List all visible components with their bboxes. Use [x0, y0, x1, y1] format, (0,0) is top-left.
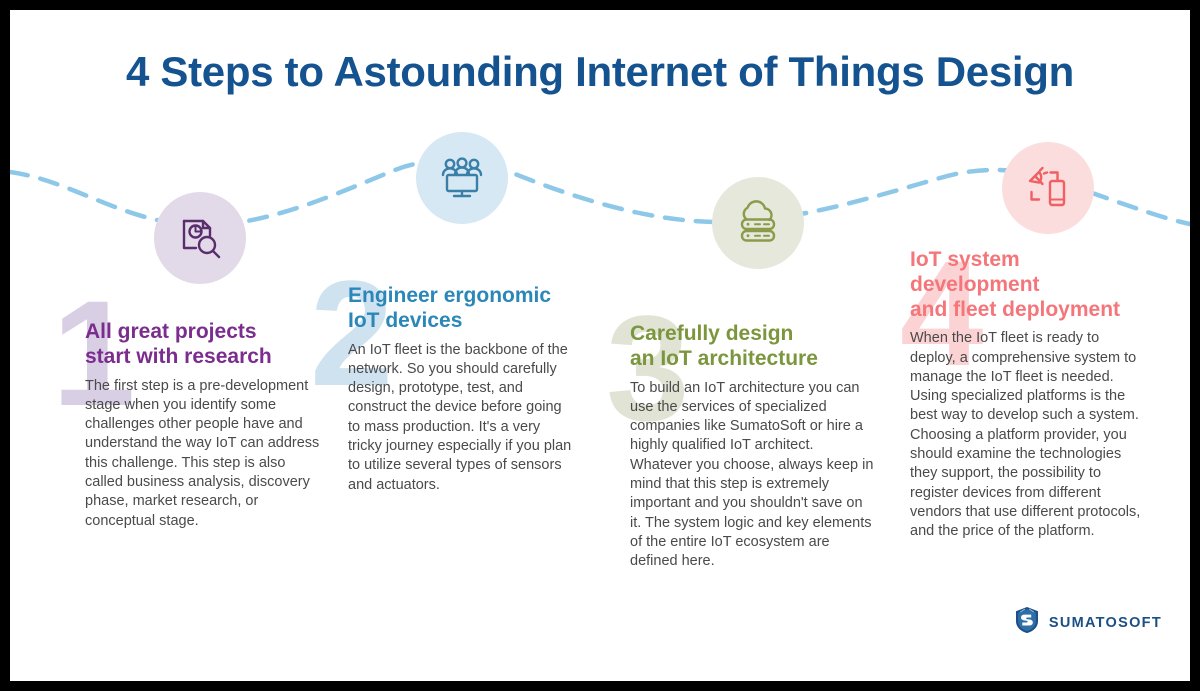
step-heading-3-line2: an IoT architecture [630, 346, 818, 370]
team-monitor-icon [438, 154, 486, 202]
slide-frame: 4 Steps to Astounding Internet of Things… [10, 10, 1190, 681]
sumatosoft-shield-icon [1014, 606, 1040, 639]
step-body-3: To build an IoT architecture you can use… [630, 379, 874, 570]
step-heading-2: Engineer ergonomic IoT devices [348, 284, 576, 334]
step-heading-1-line1: All great projects [85, 320, 257, 343]
sumatosoft-logo-text: SUMATOSOFT [1048, 614, 1162, 631]
satellite-device-icon [1024, 164, 1072, 212]
step-block-3: Carefully design an IoT architecture To … [630, 322, 875, 571]
step-heading-2-line1: Engineer ergonomic [348, 284, 552, 307]
step-block-1: All great projects start with research T… [85, 320, 323, 531]
step-body-4: When the IoT fleet is ready to deploy, a… [910, 330, 1141, 540]
step-circle-3 [712, 177, 804, 269]
step-circle-2 [416, 132, 508, 224]
cloud-server-icon [734, 199, 782, 247]
step-heading-3: Carefully design an IoT architecture [630, 322, 875, 372]
step-block-2: Engineer ergonomic IoT devices An IoT fl… [348, 284, 576, 495]
ghost-number-4: 4 [900, 229, 984, 397]
ghost-number-2: 2 [310, 249, 394, 417]
step-heading-2-line2: IoT devices [348, 308, 463, 332]
sumatosoft-logo[interactable]: SUMATOSOFT [1014, 606, 1162, 639]
step-heading-1-line2: start with research [85, 344, 272, 368]
step-circle-1 [154, 192, 246, 284]
step-heading-4-line3: and fleet deployment [910, 297, 1121, 321]
step-heading-4: IoT system development and fleet deploym… [910, 248, 1142, 322]
step-body-2: An IoT fleet is the backbone of the netw… [348, 341, 572, 493]
step-heading-1: All great projects start with research [85, 320, 323, 370]
step-heading-4-line2: development [910, 272, 1040, 296]
infographic-canvas: 4 Steps to Astounding Internet of Things… [10, 10, 1190, 681]
step-block-4: IoT system development and fleet deploym… [910, 248, 1142, 541]
step-heading-3-line1: Carefully design [630, 322, 794, 345]
document-analytics-search-icon [176, 214, 224, 262]
page-title: 4 Steps to Astounding Internet of Things… [125, 48, 1074, 95]
step-heading-4-line1: IoT system [910, 248, 1020, 271]
ghost-number-3: 3 [606, 284, 690, 452]
step-circle-4 [1002, 142, 1094, 234]
ghost-number-1: 1 [52, 269, 136, 437]
step-body-1: The first step is a pre-development stag… [85, 377, 320, 529]
